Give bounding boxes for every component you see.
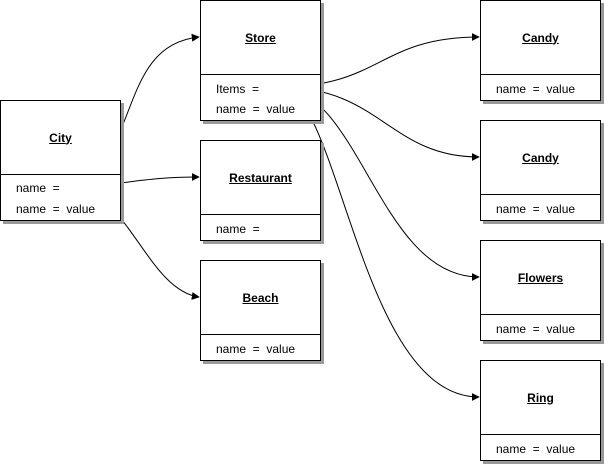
node-candy[interactable]: Candy name = value [480,120,601,221]
node-beach-attributes: name = value [201,334,320,360]
node-city-title: City [49,130,72,145]
node-flowers-attr: name = value [496,322,576,336]
node-city-attr: name = value [16,202,96,216]
node-ring[interactable]: Ring name = value [480,360,601,461]
node-flowers[interactable]: Flowers name = value [480,240,601,341]
node-restaurant-title: Restaurant [229,170,292,185]
node-ring-attr: name = value [496,442,576,456]
node-store-attr: name = value [216,102,296,116]
node-candy-attributes: name = value [481,74,600,100]
node-beach-attr: name = value [216,342,296,356]
node-ring-attributes: name = value [481,434,600,460]
node-ring-title: Ring [527,390,554,405]
node-candy-attr: name = value [496,202,576,216]
node-flowers-title: Flowers [517,270,564,285]
node-city-attr: name = [16,181,60,195]
node-city-attributes: name = name = value [1,174,120,220]
node-candy-title: Candy [522,30,559,45]
node-store-attr: Items = [216,82,260,96]
node-store-attributes: Items = name = value [201,74,320,120]
node-restaurant[interactable]: Restaurant name = [200,140,321,241]
node-candy-attributes: name = value [481,194,600,220]
node-restaurant-attributes: name = [201,214,320,240]
node-store[interactable]: Store Items = name = value [200,0,321,121]
node-city[interactable]: City name = name = value [0,100,121,221]
node-flowers-attributes: name = value [481,314,600,340]
node-restaurant-attr: name = [216,222,260,236]
node-candy[interactable]: Candy name = value [480,0,601,101]
node-beach[interactable]: Beach name = value [200,260,321,361]
node-store-title: Store [245,30,276,45]
node-candy-title: Candy [522,150,559,165]
node-beach-title: Beach [242,290,279,305]
node-candy-attr: name = value [496,82,576,96]
